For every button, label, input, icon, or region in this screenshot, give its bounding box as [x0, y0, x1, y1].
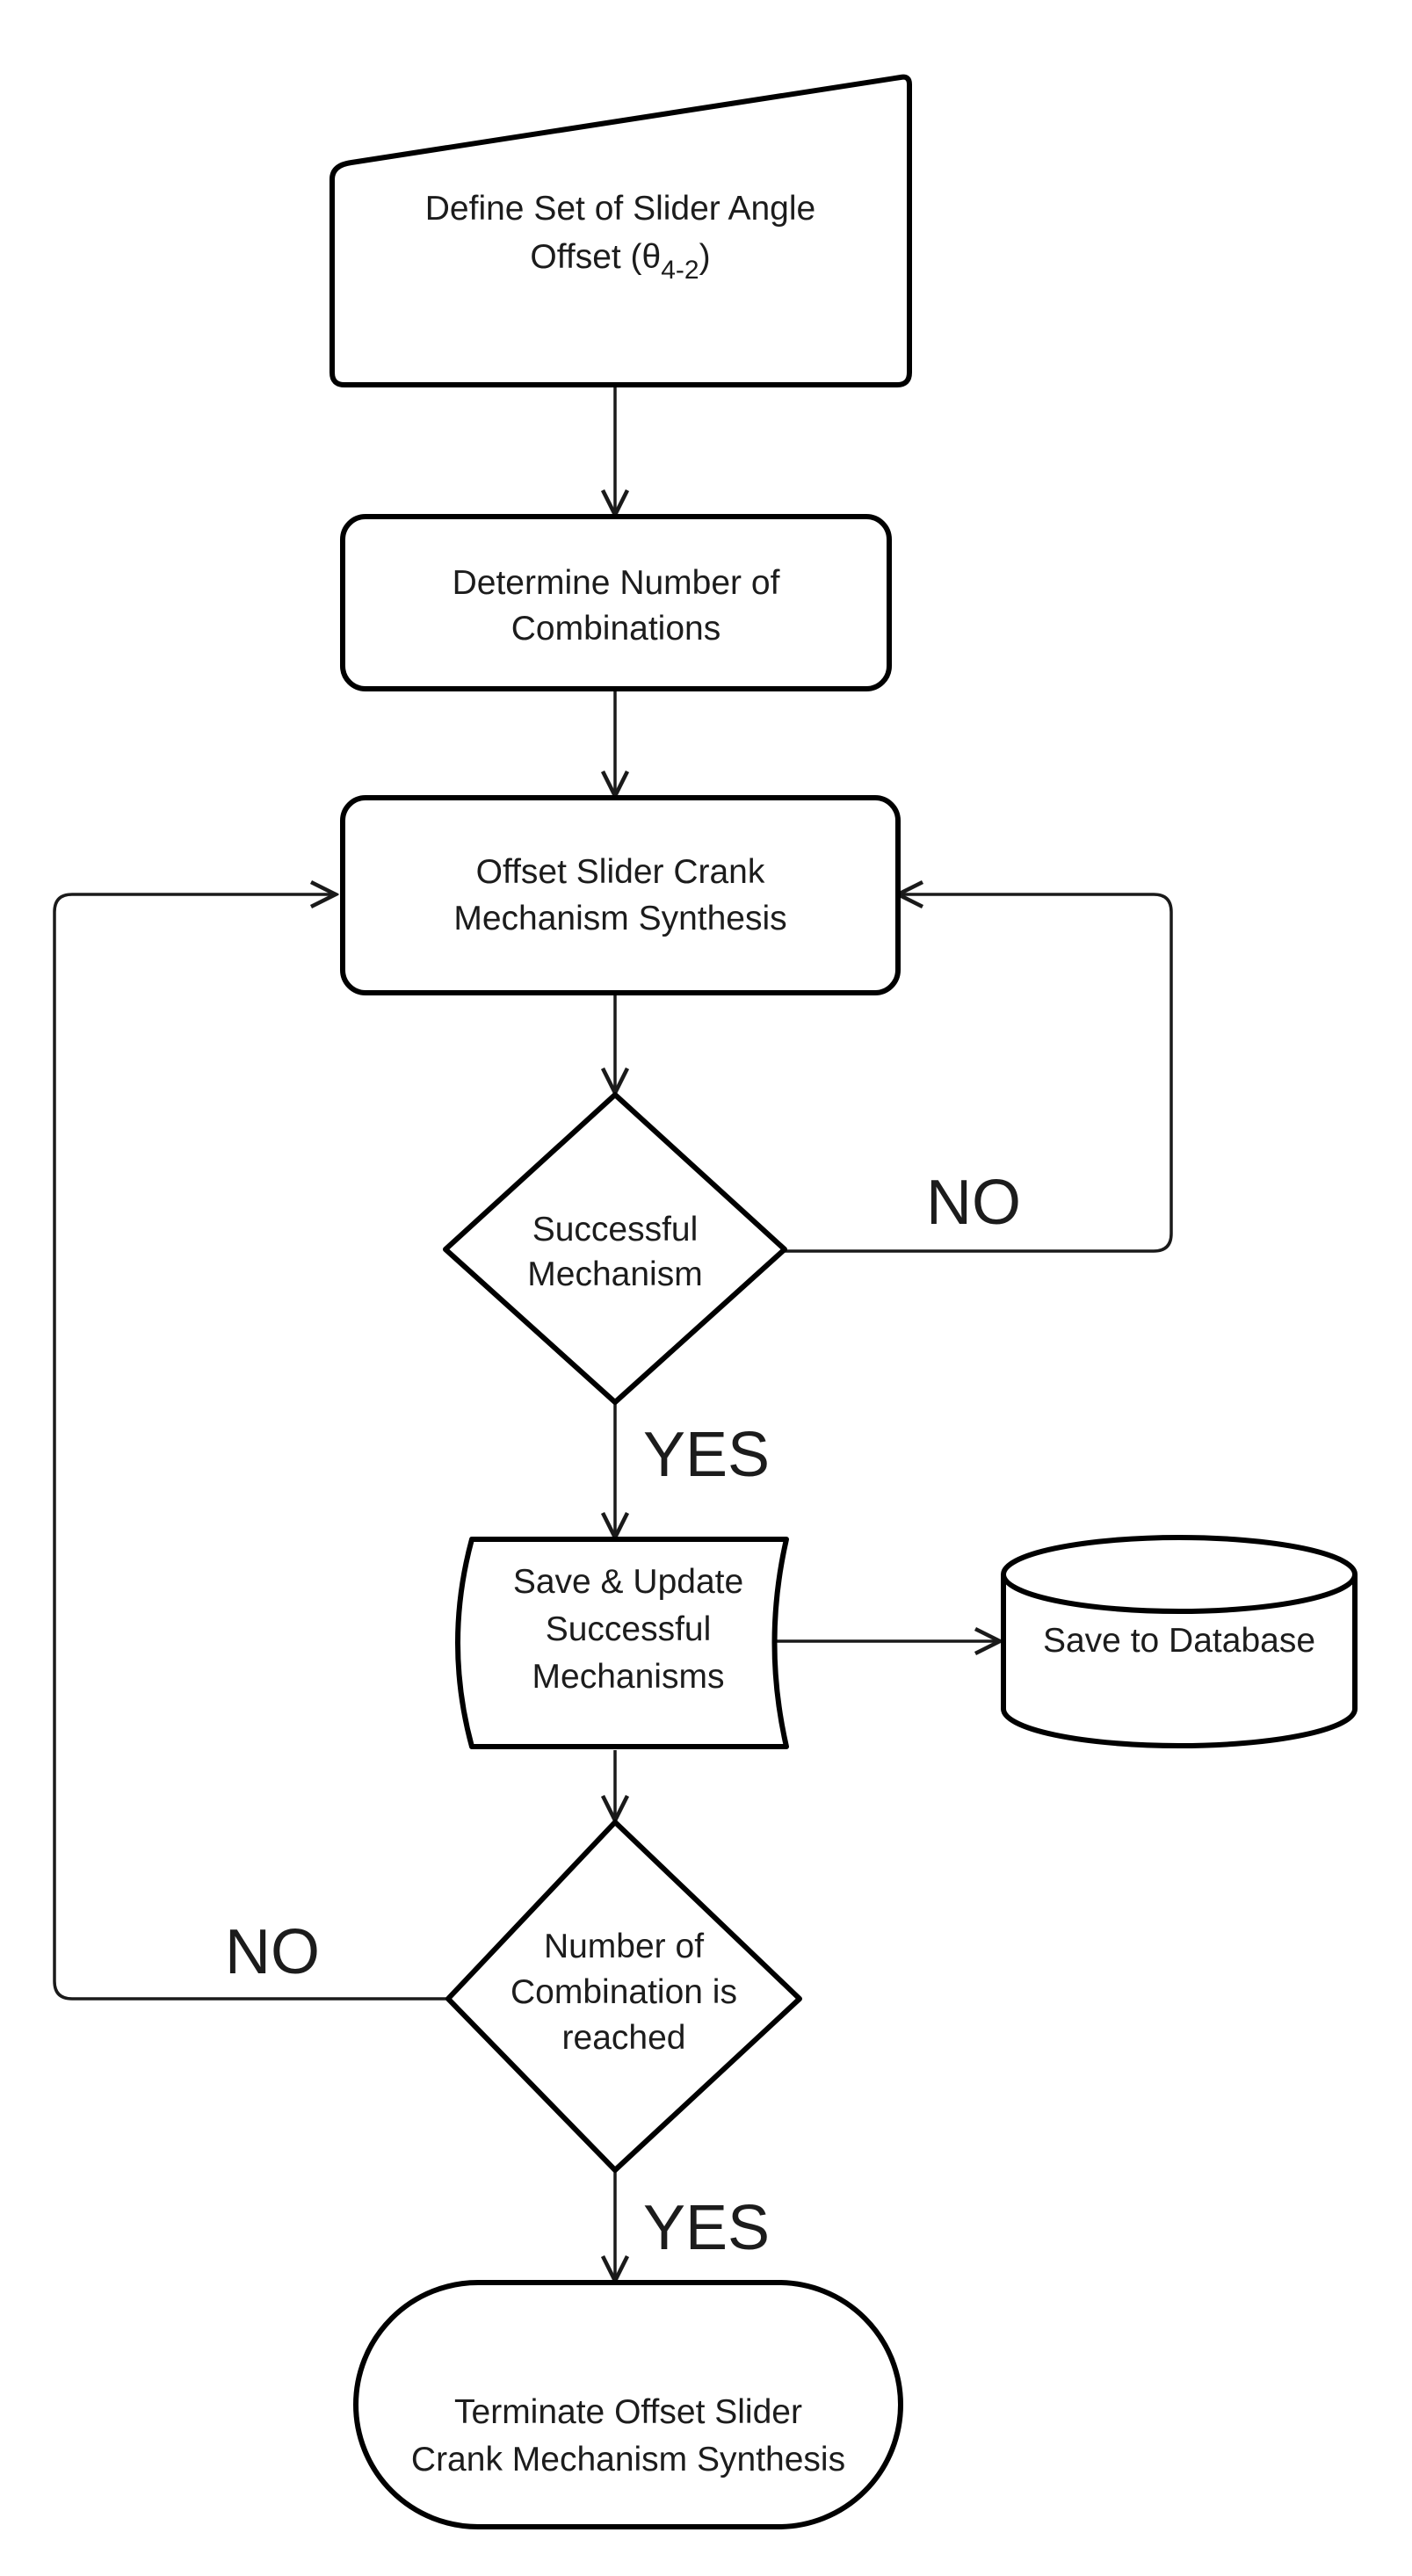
successful-line-2: Mechanism	[527, 1255, 702, 1293]
edge-label-combination-no: NO	[225, 1917, 320, 1987]
connectors	[53, 387, 1173, 2281]
node-save-to-database: Save to Database	[1001, 1535, 1358, 1748]
edge-label-combination-yes: YES	[643, 2193, 770, 2263]
terminate-line-2: Crank Mechanism Synthesis	[411, 2441, 845, 2478]
node-determine-combinations: Determine Number of Combinations	[340, 514, 892, 691]
node-offset-slider-synthesis: Offset Slider Crank Mechanism Synthesis	[340, 795, 901, 995]
define-line-1: Define Set of Slider Angle	[425, 190, 815, 228]
node-define-slider-angle: Define Set of Slider Angle Offset (θ4-2)	[329, 74, 912, 387]
terminate-line-1: Terminate Offset Slider	[454, 2393, 802, 2431]
define-line-2: Offset (θ4-2)	[530, 238, 710, 285]
define-line-2-prefix: Offset (θ	[530, 238, 661, 276]
database-label: Save to Database	[1043, 1622, 1315, 1660]
synthesis-line-1: Offset Slider Crank	[476, 853, 765, 891]
edge-label-successful-no: NO	[926, 1168, 1021, 1238]
synthesis-line-2: Mechanism Synthesis	[453, 900, 786, 937]
determine-line-1: Determine Number of	[453, 564, 780, 602]
define-line-2-suffix: )	[699, 238, 711, 276]
combination-line-1: Number of	[544, 1928, 704, 1965]
combination-line-2: Combination is	[510, 1973, 737, 2011]
arrow-combination-no-loop	[53, 894, 448, 2001]
node-save-update-mechanisms: Save & Update Successful Mechanisms	[455, 1537, 789, 1749]
edge-labels: NO YES NO YES	[225, 1168, 1021, 2263]
save-line-2: Successful	[546, 1610, 712, 1648]
save-line-1: Save & Update	[513, 1563, 743, 1601]
define-subscript: 4-2	[661, 256, 699, 285]
node-combination-reached-decision: Number of Combination is reached	[445, 1820, 802, 2173]
determine-line-2: Combinations	[511, 610, 720, 648]
combination-line-3: reached	[562, 2019, 686, 2057]
arrow-successful-no-loop	[785, 894, 1173, 1253]
edge-label-successful-yes: YES	[643, 1420, 770, 1490]
save-line-3: Mechanisms	[532, 1658, 725, 1696]
successful-line-1: Successful	[532, 1211, 699, 1248]
node-terminate-synthesis: Terminate Offset Slider Crank Mechanism …	[353, 2280, 903, 2529]
node-successful-mechanism-decision: Successful Mechanism	[443, 1092, 787, 1405]
